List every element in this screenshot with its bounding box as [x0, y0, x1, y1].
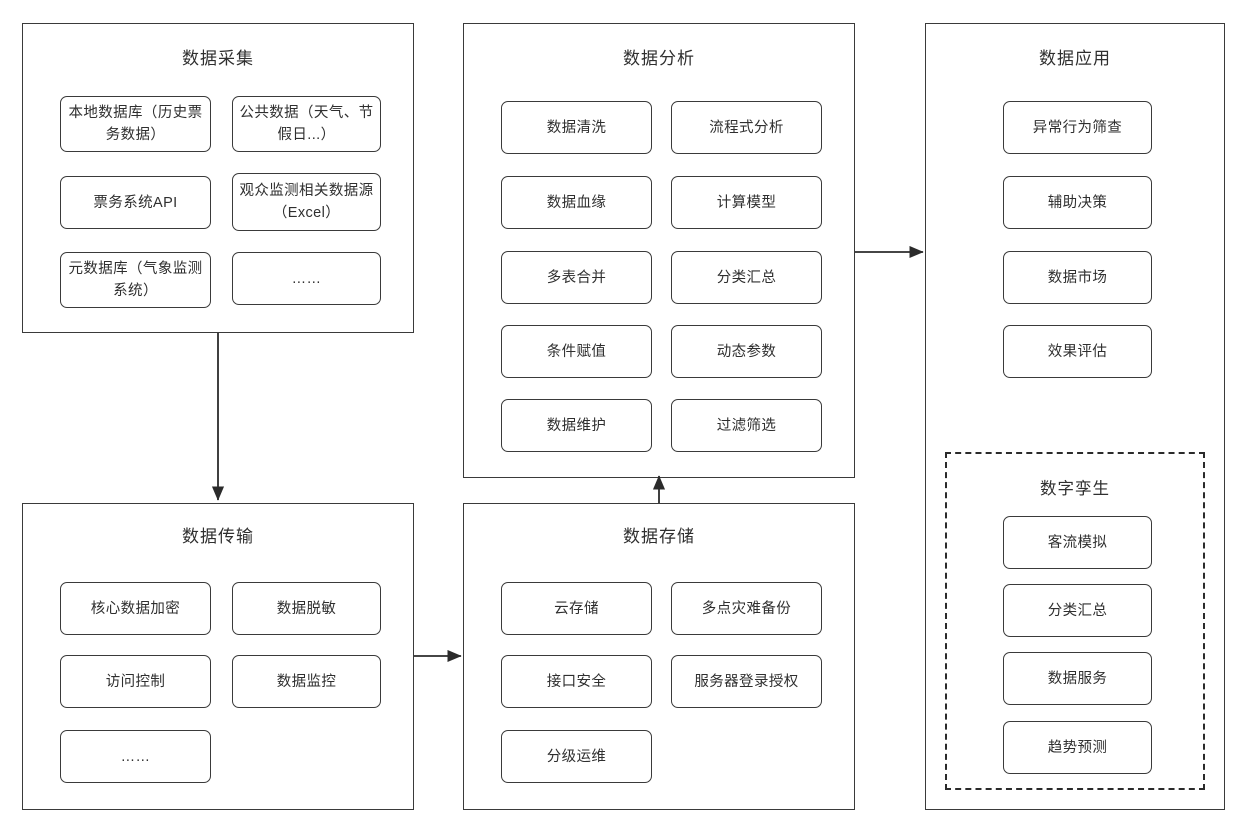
panel-title-data-storage: 数据存储 — [623, 527, 695, 546]
card-effect-evaluation[interactable]: 效果评估 — [1003, 325, 1152, 378]
card-collect-ellipsis[interactable]: …… — [232, 252, 381, 305]
card-meta-database[interactable]: 元数据库（气象监测系统） — [60, 252, 211, 308]
card-tiered-operations[interactable]: 分级运维 — [501, 730, 652, 783]
group-digital-twin: 数字孪生 — [945, 452, 1205, 790]
card-multi-table-merge[interactable]: 多表合并 — [501, 251, 652, 304]
card-data-market[interactable]: 数据市场 — [1003, 251, 1152, 304]
card-transmission-ellipsis[interactable]: …… — [60, 730, 211, 783]
card-dynamic-parameters[interactable]: 动态参数 — [671, 325, 822, 378]
panel-title-data-collection: 数据采集 — [182, 49, 254, 68]
card-local-database[interactable]: 本地数据库（历史票务数据） — [60, 96, 211, 152]
card-data-desensitization[interactable]: 数据脱敏 — [232, 582, 381, 635]
card-conditional-assignment[interactable]: 条件赋值 — [501, 325, 652, 378]
card-data-cleaning[interactable]: 数据清洗 — [501, 101, 652, 154]
card-compute-model[interactable]: 计算模型 — [671, 176, 822, 229]
card-passenger-flow-simulation[interactable]: 客流模拟 — [1003, 516, 1152, 569]
card-data-maintenance[interactable]: 数据维护 — [501, 399, 652, 452]
card-filter-screening[interactable]: 过滤筛选 — [671, 399, 822, 452]
card-multi-site-backup[interactable]: 多点灾难备份 — [671, 582, 822, 635]
card-twin-category-summary[interactable]: 分类汇总 — [1003, 584, 1152, 637]
card-data-lineage[interactable]: 数据血缘 — [501, 176, 652, 229]
panel-title-data-analysis: 数据分析 — [623, 49, 695, 68]
panel-title-data-transmission: 数据传输 — [182, 527, 254, 546]
card-data-service[interactable]: 数据服务 — [1003, 652, 1152, 705]
card-process-analysis[interactable]: 流程式分析 — [671, 101, 822, 154]
card-abnormal-behavior-screening[interactable]: 异常行为筛查 — [1003, 101, 1152, 154]
card-public-data[interactable]: 公共数据（天气、节假日...） — [232, 96, 381, 152]
card-ticket-system-api[interactable]: 票务系统API — [60, 176, 211, 229]
card-access-control[interactable]: 访问控制 — [60, 655, 211, 708]
card-core-data-encryption[interactable]: 核心数据加密 — [60, 582, 211, 635]
card-interface-security[interactable]: 接口安全 — [501, 655, 652, 708]
card-category-summary[interactable]: 分类汇总 — [671, 251, 822, 304]
card-server-login-authorization[interactable]: 服务器登录授权 — [671, 655, 822, 708]
group-title-digital-twin: 数字孪生 — [1040, 480, 1110, 498]
card-decision-support[interactable]: 辅助决策 — [1003, 176, 1152, 229]
panel-title-data-application: 数据应用 — [1039, 49, 1111, 68]
card-audience-monitoring-source[interactable]: 观众监测相关数据源（Excel） — [232, 173, 381, 231]
card-data-monitoring[interactable]: 数据监控 — [232, 655, 381, 708]
card-cloud-storage[interactable]: 云存储 — [501, 582, 652, 635]
card-trend-prediction[interactable]: 趋势预测 — [1003, 721, 1152, 774]
